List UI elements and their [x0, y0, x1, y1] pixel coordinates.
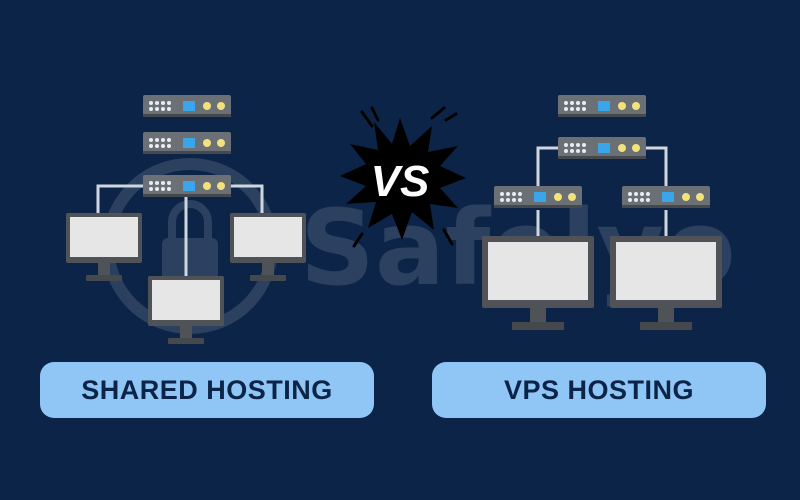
shared-cables	[96, 184, 264, 276]
burst-accent-lines	[352, 106, 458, 248]
vs-badge: VS	[340, 106, 466, 248]
shared-hosting-label: SHARED HOSTING	[40, 362, 374, 418]
monitor-icon	[610, 236, 722, 330]
vs-text: VS	[371, 157, 430, 206]
vps-cables	[536, 146, 668, 236]
server-rack-icon	[622, 186, 710, 208]
vps-hosting-diagram	[482, 95, 722, 330]
comic-burst-icon	[340, 118, 466, 240]
lock-icon	[162, 200, 218, 284]
vps-hosting-label: VPS HOSTING	[432, 362, 766, 418]
monitor-icon	[482, 236, 594, 330]
server-rack-icon	[494, 186, 582, 208]
monitor-icon	[230, 213, 306, 281]
monitor-icon	[148, 276, 224, 344]
server-rack-icon	[143, 175, 231, 197]
server-rack-icon	[558, 95, 646, 117]
server-rack-icon	[143, 95, 231, 117]
shared-hosting-diagram	[66, 95, 306, 344]
server-rack-icon	[558, 137, 646, 159]
monitor-icon	[66, 213, 142, 281]
server-rack-icon	[143, 132, 231, 154]
